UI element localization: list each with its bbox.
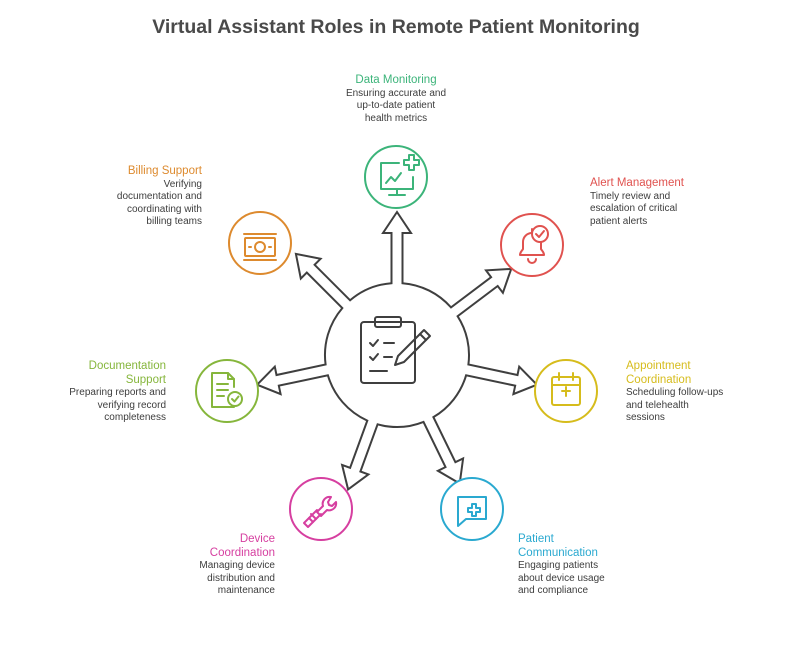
role-desc-line: completeness xyxy=(104,412,166,423)
role-heading: Alert Management xyxy=(590,177,684,189)
role-heading: Billing Support xyxy=(127,165,202,177)
role-heading: Patient xyxy=(518,533,554,545)
banknote-stack-icon xyxy=(243,233,277,261)
role-desc-line: documentation and xyxy=(116,191,202,202)
role-heading: Appointment xyxy=(626,360,691,372)
role-heading: Communication xyxy=(518,546,598,559)
bell-check-icon xyxy=(519,225,549,264)
role-desc-line: distribution and xyxy=(207,572,275,584)
role-alert-management: Alert Management Timely review and escal… xyxy=(590,177,720,228)
role-desc-line: Verifying xyxy=(163,178,202,190)
role-desc-line: Engaging patients xyxy=(518,560,599,571)
role-heading: Support xyxy=(125,373,166,386)
role-desc-line: sessions xyxy=(626,412,665,423)
role-desc-line: maintenance xyxy=(217,585,275,596)
role-desc-line: verifying record xyxy=(97,399,166,411)
role-heading: Coordination xyxy=(626,373,692,386)
clipboard-checklist-pencil-icon xyxy=(360,316,431,384)
role-circle-data xyxy=(364,145,428,209)
role-patient-communication: Patient Communication Engaging patients … xyxy=(518,533,648,598)
role-desc-line: escalation of critical xyxy=(590,203,678,214)
role-desc-line: billing teams xyxy=(146,216,202,227)
role-desc-line: about device usage xyxy=(518,572,605,584)
role-documentation-support: Documentation Support Preparing reports … xyxy=(36,360,166,425)
role-desc-line: Preparing reports and xyxy=(69,387,166,398)
page-title: Virtual Assistant Roles in Remote Patien… xyxy=(152,16,640,38)
hub-arrows xyxy=(255,210,539,492)
role-desc-line: Ensuring accurate and xyxy=(345,87,447,99)
role-heading: Data Monitoring xyxy=(355,74,437,86)
calendar-medical-icon xyxy=(551,372,581,406)
role-desc-line: and compliance xyxy=(518,585,589,596)
role-desc-line: and telehealth xyxy=(626,399,689,411)
role-device-coordination: Device Coordination Managing device dist… xyxy=(145,533,275,598)
chat-medical-icon xyxy=(457,496,487,527)
role-desc-line: patient alerts xyxy=(590,215,648,227)
role-desc-line: Managing device xyxy=(199,560,275,571)
role-desc-line: up-to-date patient xyxy=(356,100,436,111)
role-circle-alert xyxy=(500,213,564,277)
role-appointment-coordination: Appointment Coordination Scheduling foll… xyxy=(626,360,756,425)
role-heading: Coordination xyxy=(209,546,275,559)
monitor-medical-chart-icon xyxy=(380,154,420,196)
role-desc-line: Timely review and xyxy=(590,190,671,202)
role-billing-support: Billing Support Verifying documentation … xyxy=(72,165,202,229)
role-heading: Documentation xyxy=(88,360,166,372)
role-desc-line: coordinating with xyxy=(126,203,202,215)
document-check-icon xyxy=(211,372,243,408)
role-desc-line: Scheduling follow-ups xyxy=(626,387,724,398)
role-data-monitoring: Data Monitoring Ensuring accurate and up… xyxy=(331,74,461,125)
role-desc-line: health metrics xyxy=(364,112,428,124)
wrench-tool-icon xyxy=(303,495,338,528)
role-heading: Device xyxy=(239,533,275,545)
